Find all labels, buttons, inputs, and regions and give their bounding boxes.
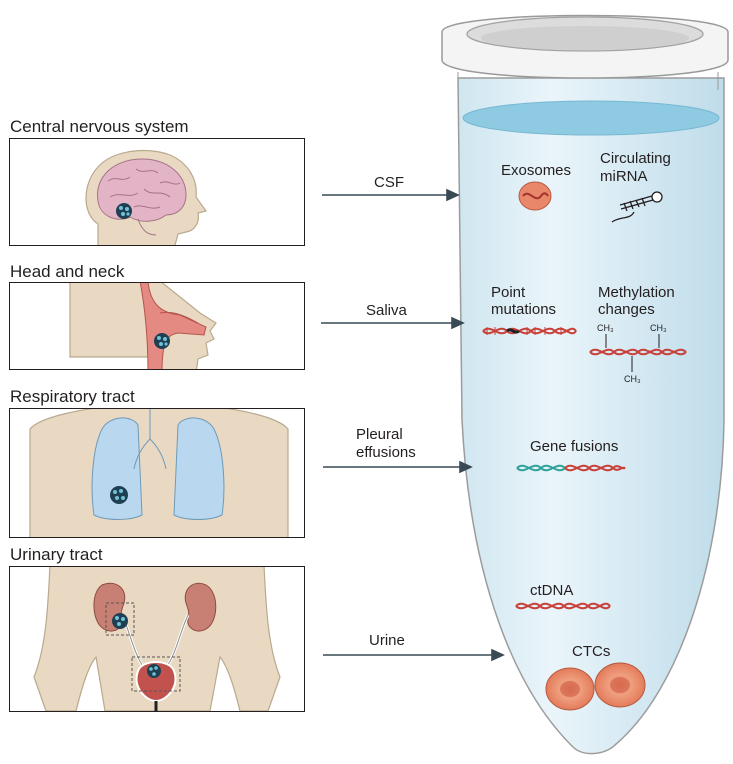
urine-arrow: [323, 650, 503, 660]
csf-label: CSF: [374, 174, 404, 191]
right-kidney-icon: [185, 583, 216, 631]
pleural-label-line2: effusions: [356, 444, 416, 461]
kidney-tumor-icon: [112, 613, 128, 629]
tumor-icon: [116, 203, 132, 219]
tumor-icon: [154, 333, 170, 349]
respiratory-title: Respiratory tract: [10, 387, 135, 407]
pleural-label-line1: Pleural: [356, 426, 403, 443]
ch3-label-3: CH₃: [624, 374, 641, 384]
methylation-label-line2: changes: [598, 301, 655, 318]
urinary-panel: [9, 566, 305, 712]
exosomes-label: Exosomes: [501, 162, 571, 179]
point-label-line2: mutations: [491, 301, 556, 318]
urine-label: Urine: [369, 632, 405, 649]
ch3-label-1: CH₃: [597, 323, 614, 333]
head-neck-title: Head and neck: [10, 262, 124, 282]
head-brain-illustration: [10, 139, 304, 245]
bladder-tumor-icon: [147, 664, 161, 678]
ctcs-label: CTCs: [572, 643, 610, 660]
point-label-line1: Point: [491, 284, 525, 301]
saliva-arrow: [321, 318, 463, 328]
liquid-surface: [463, 101, 719, 135]
brain-icon: [97, 159, 186, 221]
urinary-illustration: [10, 567, 304, 711]
saliva-label: Saliva: [366, 302, 407, 319]
tumor-icon: [110, 486, 128, 504]
head-neck-panel: [9, 282, 305, 370]
exosome-icon: [519, 182, 551, 210]
head-neck-illustration: [10, 283, 304, 369]
methylation-label-line1: Methylation: [598, 284, 675, 301]
cns-title: Central nervous system: [10, 117, 189, 137]
gene-fusions-label: Gene fusions: [530, 438, 618, 455]
respiratory-panel: [9, 408, 305, 538]
urinary-title: Urinary tract: [10, 545, 103, 565]
cns-panel: [9, 138, 305, 246]
csf-arrow: [322, 190, 458, 200]
circulating-label-line1: Circulating: [600, 150, 671, 167]
torso-lungs-illustration: [10, 409, 304, 537]
ctdna-label: ctDNA: [530, 582, 573, 599]
ch3-label-2: CH₃: [650, 323, 667, 333]
circulating-label-line2: miRNA: [600, 168, 648, 185]
pleural-arrow: [323, 462, 471, 472]
